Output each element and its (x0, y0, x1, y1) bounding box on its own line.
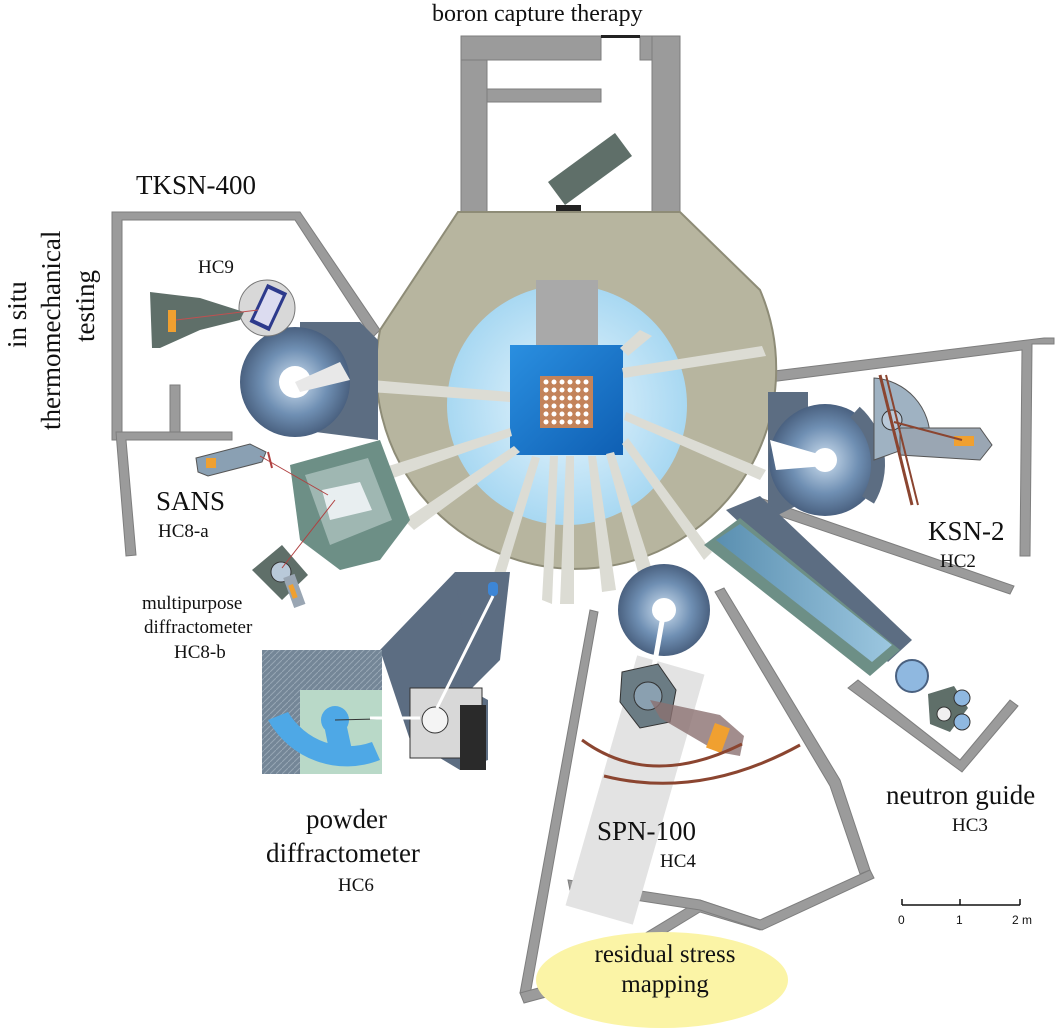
boron-room-top-wall-left (460, 35, 602, 61)
beam-channels (370, 330, 766, 604)
powder-shield (455, 572, 510, 690)
neutron-guide-instrument (704, 496, 971, 732)
label-residual-stress: residual stress (594, 941, 736, 968)
label-spn-100: SPN-100 (597, 816, 697, 846)
fuel-grid (540, 376, 593, 428)
scale-tick-1: 1 (956, 913, 963, 927)
scale-tick-0: 0 (898, 913, 905, 927)
label-powder: powder (306, 804, 387, 834)
label-multipurpose: multipurpose (142, 593, 243, 614)
label-mapping: mapping (621, 971, 709, 998)
residual-stress-label: residual stress mapping (540, 940, 790, 1000)
label-hc9: HC9 (198, 257, 234, 278)
label-powder-diffractometer: diffractometer (266, 838, 420, 868)
label-tksn-400: TKSN-400 (136, 170, 256, 200)
sans-instrument (195, 440, 410, 570)
guide-shield (726, 496, 912, 662)
powder-diffractometer (262, 572, 510, 774)
guide-tube (716, 524, 892, 662)
label-in-situ: in situ (2, 281, 32, 348)
residual-stress-ellipse (536, 932, 788, 1028)
label-hc8-b: HC8-b (174, 642, 226, 663)
ksn-2-instrument (768, 374, 993, 520)
label-hc2: HC2 (940, 551, 976, 572)
label-hc4: HC4 (660, 851, 696, 872)
powder-detector-bank (268, 712, 380, 767)
label-ksn-2: KSN-2 (928, 516, 1005, 546)
ksn-detector (899, 427, 993, 461)
sans-wall (115, 431, 233, 557)
tksn-wall (111, 211, 381, 441)
guide-wall (847, 679, 1019, 773)
label-neutron-guide: neutron guide (886, 780, 1036, 810)
spn-100-instrument (565, 564, 801, 925)
ksn-wall (765, 337, 1055, 557)
reactor-body (370, 211, 778, 604)
tksn-400-instrument (150, 279, 378, 440)
scale-bar (901, 899, 1021, 906)
label-sans: SANS (156, 486, 226, 516)
label-hc3: HC3 (952, 815, 988, 836)
label-testing: testing (70, 270, 100, 342)
boron-room-inner-wall (486, 88, 602, 103)
label-thermomechanical: thermomechanical (36, 230, 66, 430)
boron-collimator-block (548, 133, 632, 205)
insitu-divider-wall (169, 384, 181, 438)
boron-room-left-wall (460, 35, 488, 215)
label-hc8-a: HC8-a (158, 521, 209, 542)
label-diffractometer-hc8b: diffractometer (144, 617, 253, 638)
hc9-detector (150, 292, 244, 348)
label-hc6: HC6 (338, 875, 374, 896)
spn-left-wall (519, 609, 599, 996)
multipurpose-diffractometer (252, 499, 336, 609)
boron-room-right-wall (651, 35, 681, 215)
scale-tick-2: 2 m (1012, 913, 1033, 927)
label-boron-capture-therapy: boron capture therapy (432, 1, 643, 27)
core-gray-block (536, 280, 598, 348)
